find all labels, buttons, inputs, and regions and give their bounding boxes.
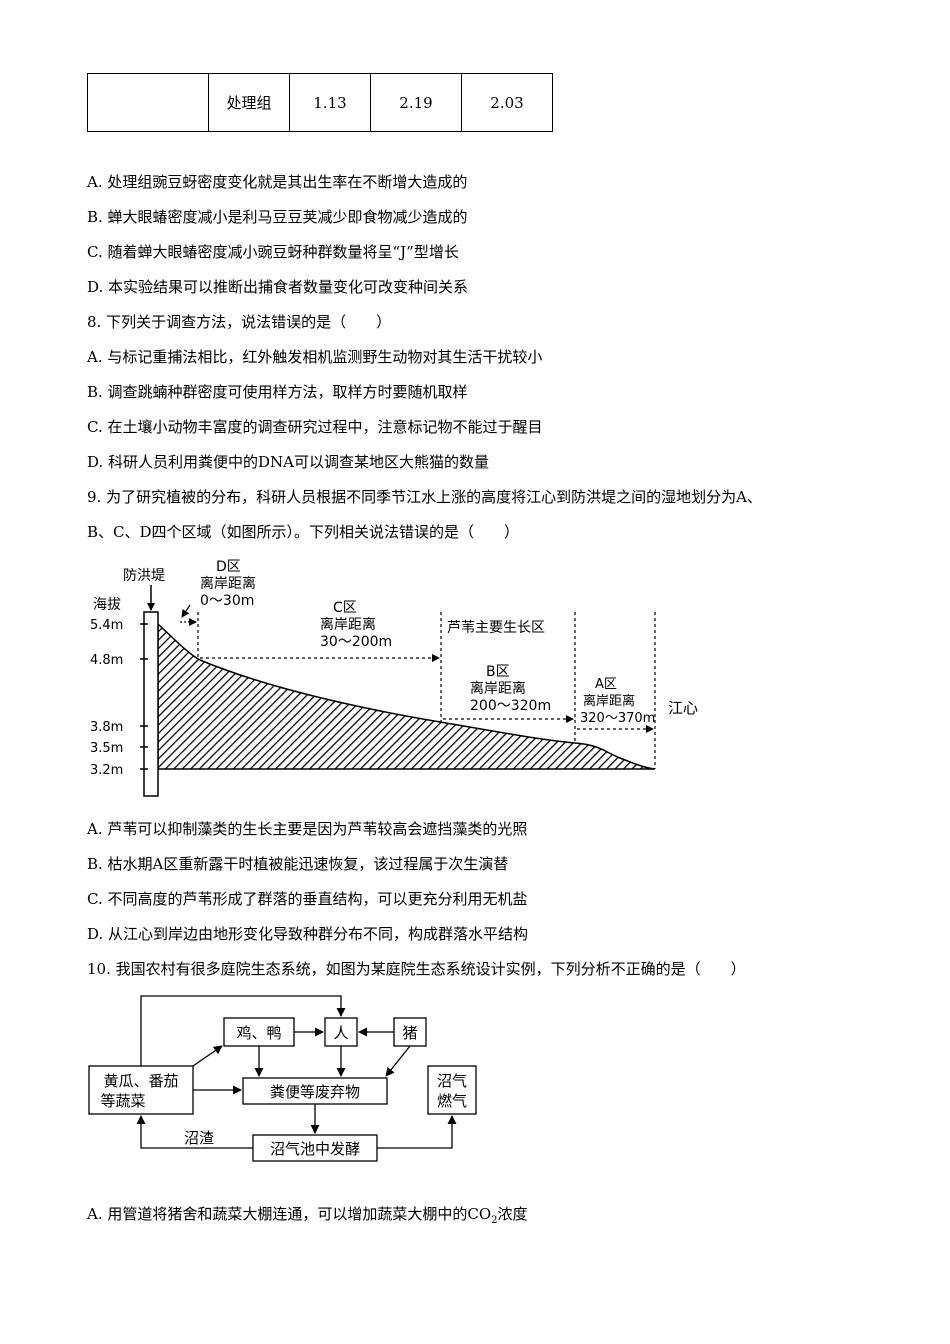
q9-option-c: C. 不同高度的芦苇形成了群落的垂直结构，可以更充分利用无机盐	[87, 890, 528, 908]
biogas-label-line1: 沼气	[437, 1072, 467, 1090]
reed-zone-label: 芦苇主要生长区	[447, 620, 545, 636]
zone-c-label: C区	[333, 600, 357, 616]
q10-option-a-subscript: 2	[491, 1215, 498, 1226]
pig-label: 猪	[402, 1024, 417, 1042]
q8-option-a: A. 与标记重捕法相比，红外触发相机监测野生动物对其生活干扰较小	[87, 348, 543, 366]
zone-b-range: 200～320m	[470, 698, 551, 714]
residue-label: 沼渣	[184, 1129, 214, 1147]
digester-label: 沼气池中发酵	[270, 1140, 360, 1158]
q9-option-b: B. 枯水期A区重新露干时植被能迅速恢复，该过程属于次生演替	[87, 855, 509, 873]
box-chicken-duck	[223, 1017, 295, 1047]
q9-stem-line2: B、C、D四个区域（如图所示）。下列相关说法错误的是（ ）	[87, 523, 520, 541]
zone-a-label: A区	[595, 677, 617, 692]
q8-stem: 8. 下列关于调查方法，说法错误的是（ ）	[87, 313, 392, 331]
zone-b-label: B区	[486, 664, 510, 680]
vegetables-label-line2: 等蔬菜	[100, 1092, 145, 1110]
zone-d-distance-label: 离岸距离	[200, 575, 256, 592]
river-center-label: 江心	[668, 699, 698, 717]
q9-option-d: D. 从江心到岸边由地形变化导致种群分布不同，构成群落水平结构	[87, 925, 529, 943]
q9-stem-line1: 9. 为了研究植被的分布，科研人员根据不同季节江水上涨的高度将江心到防洪堤之间的…	[87, 488, 762, 506]
ecosystem-flow-diagram: 鸡、鸭 人 猪 黄瓜、番茄 等蔬菜 粪便等废弃物 沼气 燃气 沼气池中发酵 沼渣	[88, 995, 477, 1162]
wetland-figure: 防洪堤 海拔 5.4m 4.8m 3.8m 3.5m 3.2m D区 离岸距离 …	[90, 559, 698, 797]
level-label: 4.8m	[90, 653, 123, 668]
level-label: 3.8m	[90, 720, 123, 735]
table-cell: 处理组	[208, 73, 290, 132]
q7-option-a: A. 处理组豌豆蚜密度变化就是其出生率在不断增大造成的	[87, 173, 468, 191]
table-cell: 2.03	[461, 73, 553, 132]
zone-a-range: 320～370m	[580, 711, 655, 726]
zone-d-label: D区	[216, 559, 241, 575]
altitude-ticks	[140, 623, 148, 770]
waste-label: 粪便等废弃物	[270, 1083, 360, 1101]
table-cell: 1.13	[289, 73, 371, 132]
q10-option-a-text: A. 用管道将猪舍和蔬菜大棚连通，可以增加蔬菜大棚中的CO	[87, 1205, 492, 1223]
zone-b-distance-label: 离岸距离	[470, 680, 526, 697]
zone-boundaries	[197, 612, 656, 769]
biogas-label-line2: 燃气	[437, 1092, 467, 1110]
altitude-label: 海拔	[93, 597, 121, 613]
q7-option-b: B. 蝉大眼蝽密度减小是利马豆豆荚减少即食物减少造成的	[87, 208, 468, 226]
box-biogas-fuel	[427, 1065, 477, 1115]
q8-option-d: D. 科研人员利用粪便中的DNA可以调查某地区大熊猫的数量	[87, 453, 490, 471]
level-label: 3.5m	[90, 741, 123, 756]
dike-label: 防洪堤	[123, 568, 165, 584]
q10-stem: 10. 我国农村有很多庭院生态系统，如图为某庭院生态系统设计实例，下列分析不正确…	[87, 960, 746, 978]
zone-a-distance-label: 离岸距离	[583, 693, 635, 709]
level-label: 3.2m	[90, 763, 123, 778]
q10-option-a-suffix: 浓度	[497, 1205, 528, 1223]
dike	[143, 611, 159, 797]
table-cell	[87, 73, 209, 132]
q10-option-a: A. 用管道将猪舍和蔬菜大棚连通，可以增加蔬菜大棚中的CO2浓度	[87, 1204, 528, 1231]
zone-c-distance-label: 离岸距离	[320, 616, 376, 633]
q7-option-d: D. 本实验结果可以推断出捕食者数量变化可改变种间关系	[87, 278, 469, 296]
level-label: 5.4m	[90, 618, 123, 633]
q7-option-c: C. 随着蝉大眼蝽密度减小豌豆蚜种群数量将呈“J”型增长	[87, 243, 459, 261]
table-row: 处理组 1.13 2.19 2.03	[87, 73, 553, 132]
terrain-slope	[157, 622, 656, 770]
zone-c-range: 30～200m	[320, 634, 392, 650]
vegetables-label-line1: 黄瓜、番茄	[103, 1072, 178, 1090]
chicken-duck-label: 鸡、鸭	[236, 1024, 281, 1042]
human-label: 人	[333, 1024, 348, 1042]
q8-option-c: C. 在土壤小动物丰富度的调查研究过程中，注意标记物不能过于醒目	[87, 418, 543, 436]
box-waste	[242, 1077, 388, 1105]
box-human	[324, 1017, 358, 1047]
data-table: 处理组 1.13 2.19 2.03	[87, 73, 553, 132]
table-cell: 2.19	[370, 73, 462, 132]
zone-d-range: 0～30m	[200, 593, 254, 609]
box-pig	[393, 1017, 427, 1047]
q9-option-a: A. 芦苇可以抑制藻类的生长主要是因为芦苇较高会遮挡藻类的光照	[87, 820, 528, 838]
q8-option-b: B. 调查跳蝻种群密度可使用样方法，取样方时要随机取样	[87, 383, 468, 401]
